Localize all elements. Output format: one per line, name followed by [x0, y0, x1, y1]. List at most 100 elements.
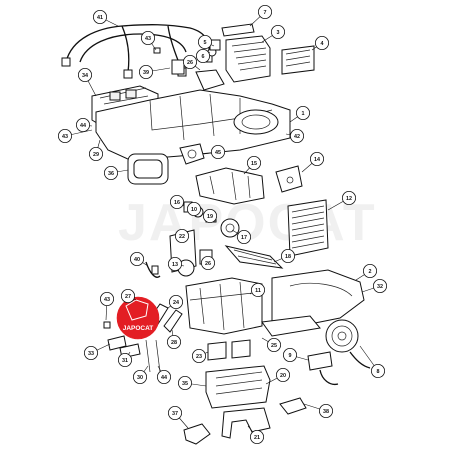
callout-43: 43 [100, 291, 115, 321]
part-14 [275, 165, 303, 193]
callout-circle [210, 144, 225, 159]
callout-19: 19 [202, 208, 217, 223]
callout-circle [197, 35, 212, 50]
blower-resistor [307, 351, 339, 386]
callout-26: 26 [182, 55, 201, 71]
callout-circle [182, 55, 197, 70]
callout-29: 29 [89, 139, 104, 161]
callout-circle [168, 294, 183, 309]
callout-label: 17 [241, 235, 247, 241]
callout-35: 35 [177, 375, 207, 390]
callout-label: 37 [172, 411, 178, 417]
callout-circle [236, 229, 251, 244]
callout-label: 28 [171, 340, 177, 346]
hvac-module-upper [95, 69, 291, 161]
callout-circle [121, 288, 136, 303]
callout-40: 40 [129, 251, 149, 267]
callout-circle [76, 118, 91, 133]
callout-circle [362, 263, 377, 278]
callout-label: 1 [302, 111, 305, 117]
callout-label: 45 [215, 150, 221, 156]
callout-36: 36 [104, 165, 129, 180]
callout-7: 7 [249, 5, 272, 27]
callout-label: 44 [80, 123, 86, 129]
callout-21: 21 [247, 425, 264, 444]
callout-circle [200, 255, 215, 270]
callout-44: 44 [76, 118, 93, 133]
callout-label: 36 [108, 171, 114, 177]
callout-18: 18 [273, 248, 295, 263]
callout-label: 39 [143, 70, 149, 76]
callout-circle [191, 348, 206, 363]
callout-28: 28 [166, 329, 181, 349]
callout-31: 31 [118, 351, 133, 367]
callout-30: 30 [132, 365, 149, 384]
callout-20: 20 [265, 367, 290, 385]
callout-42: 42 [285, 128, 304, 143]
callout-label: 18 [285, 254, 291, 260]
callout-label: 23 [196, 354, 202, 360]
callout-label: 27 [125, 294, 131, 300]
callout-circle [140, 30, 155, 45]
callout-17: 17 [231, 229, 251, 244]
callout-circle [58, 128, 73, 143]
callout-43: 43 [58, 128, 93, 143]
callout-label: 8 [377, 369, 380, 375]
filter-door [221, 23, 255, 37]
doors-23-25 [207, 339, 251, 361]
callout-9: 9 [282, 347, 309, 362]
callout-circle [309, 151, 324, 166]
outlet-37 [183, 423, 211, 445]
callout-11: 11 [249, 282, 265, 297]
callout-25: 25 [261, 337, 281, 352]
callout-circle [186, 201, 201, 216]
callout-circle [372, 278, 387, 293]
callout-15: 15 [243, 155, 261, 175]
callout-circle [78, 68, 93, 83]
callout-2: 2 [355, 263, 377, 281]
callout-label: 16 [174, 200, 180, 206]
callout-circle [270, 24, 285, 39]
callout-circle [84, 345, 99, 360]
floor-duct [205, 365, 271, 409]
callout-label: 44 [161, 375, 167, 381]
upper-fasteners [153, 39, 221, 75]
evaporator-core [287, 199, 329, 257]
callout-circle [341, 190, 356, 205]
callout-label: 14 [314, 157, 320, 163]
sensor-wire [145, 261, 161, 278]
callout-label: 21 [254, 435, 260, 441]
callout-4: 4 [311, 36, 329, 51]
callout-label: 26 [205, 261, 211, 267]
callout-circle [246, 155, 261, 170]
duct-15 [195, 167, 265, 205]
callout-circle [156, 369, 171, 384]
callout-label: 11 [255, 288, 261, 294]
callout-label: 19 [207, 214, 213, 220]
outlet-housing [225, 35, 271, 83]
callout-circle [129, 251, 144, 266]
callout-circle [275, 367, 290, 382]
callout-circle [167, 256, 182, 271]
blower-motor [325, 319, 371, 369]
callout-label: 43 [145, 36, 151, 42]
callout-1: 1 [289, 106, 310, 123]
callout-22: 22 [174, 228, 189, 243]
callout-label: 30 [137, 375, 143, 381]
callout-circle [250, 282, 265, 297]
callout-44: 44 [156, 365, 171, 384]
callout-label: 6 [202, 54, 205, 60]
callout-label: 35 [182, 381, 188, 387]
callout-12: 12 [327, 190, 356, 211]
callout-label: 38 [323, 409, 329, 415]
callout-label: 31 [122, 358, 128, 364]
callout-circle [257, 5, 272, 19]
actuator-45 [179, 143, 205, 165]
callout-circle [132, 369, 147, 384]
callout-circle [104, 165, 119, 180]
callout-circle [318, 403, 333, 418]
seal-ring [127, 153, 169, 185]
callout-circle [266, 337, 281, 352]
callout-label: 32 [377, 284, 383, 290]
